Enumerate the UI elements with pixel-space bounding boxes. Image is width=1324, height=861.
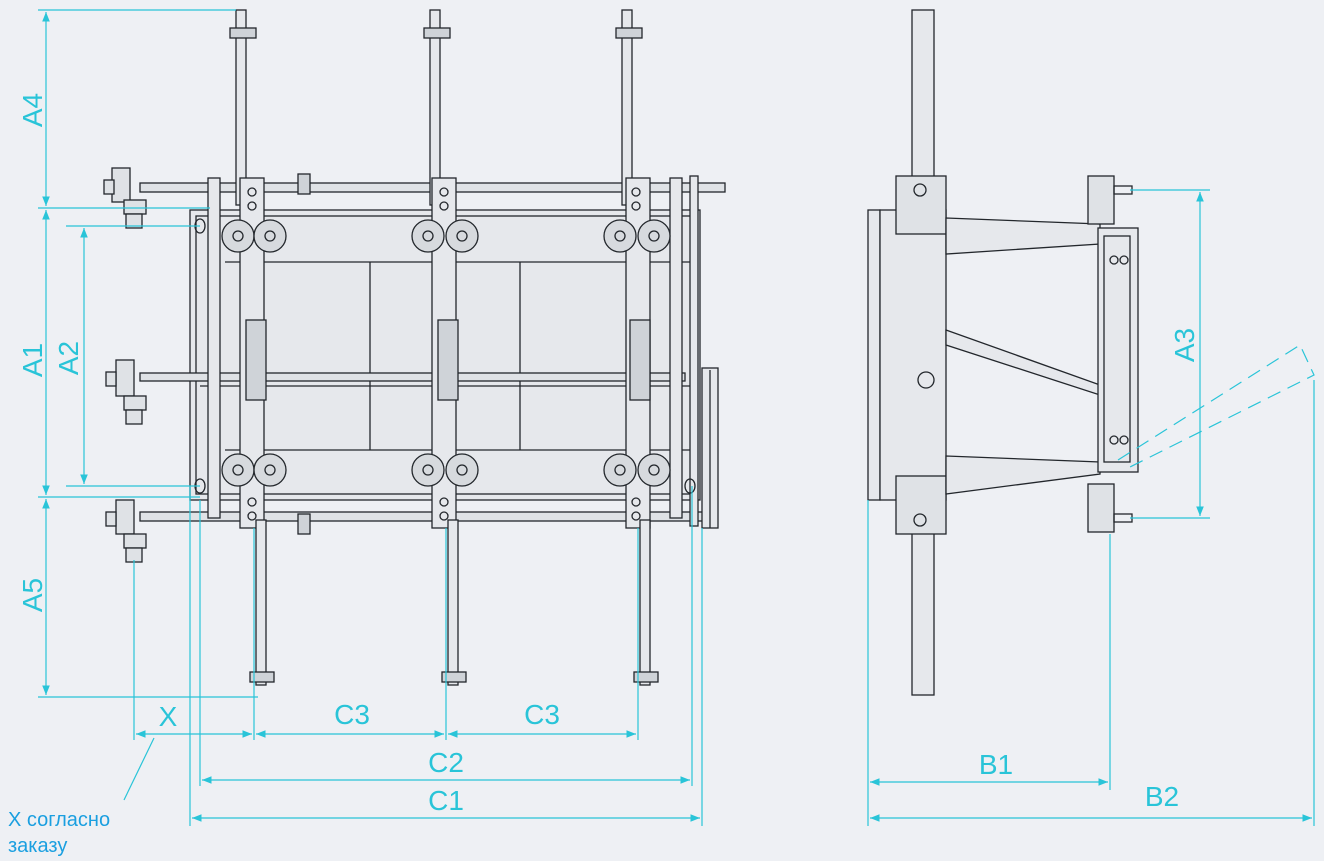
label-a1: A1: [17, 343, 48, 377]
front-view: [103, 9, 726, 686]
label-x: X: [159, 701, 178, 732]
left-bracket-middle: [105, 359, 147, 425]
label-b1: B1: [979, 749, 1013, 780]
pole-1: [221, 9, 287, 686]
upper-mount-plate: [895, 175, 947, 235]
label-c3-right: C3: [524, 699, 560, 730]
dimensions: [38, 9, 1315, 826]
side-view: [867, 9, 1139, 696]
note-line-2: заказу: [8, 835, 67, 857]
lower-mount-plate: [895, 475, 947, 535]
pole-2: [411, 9, 479, 686]
middle-shaft: [139, 372, 686, 382]
label-a4: A4: [17, 93, 48, 127]
label-c2: C2: [428, 747, 464, 778]
left-bracket-bottom: [105, 499, 147, 563]
pole-3: [603, 9, 671, 686]
label-c1: C1: [428, 785, 464, 816]
bottom-shaft: [139, 511, 711, 522]
dimension-labels: A4 A1 A2 A5 A3 X C3 C3 C2 C1 B1 B2 X сог…: [8, 93, 1200, 857]
left-bracket-top: [103, 167, 147, 229]
label-c3-left: C3: [334, 699, 370, 730]
label-a2: A2: [53, 341, 84, 375]
note-leader: [123, 737, 155, 801]
bottom-terminal: [1087, 483, 1115, 533]
note-line-1: X согласно: [8, 809, 110, 831]
top-terminal: [1087, 175, 1115, 225]
label-b2: B2: [1145, 781, 1179, 812]
label-a3: A3: [1169, 328, 1200, 362]
label-a5: A5: [17, 578, 48, 612]
opening-angle-lines: [1117, 344, 1315, 471]
